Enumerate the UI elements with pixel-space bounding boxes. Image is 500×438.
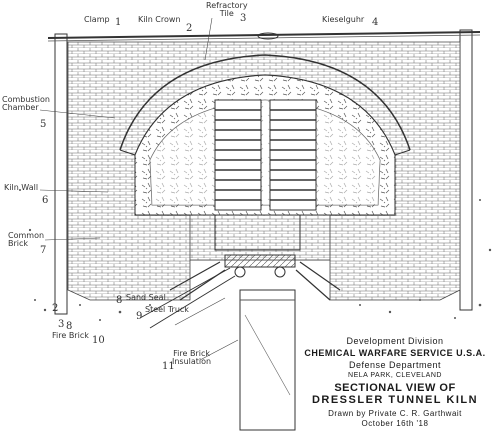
title-line-division: Development Division <box>346 336 444 346</box>
title-line-drawn-by: Drawn by Private C. R. Garthwait <box>328 409 462 418</box>
label-clamp: Clamp <box>84 15 110 24</box>
title-line-service: CHEMICAL WARFARE SERVICE U.S.A. <box>304 348 486 358</box>
label-sand-seal: Sand Seal <box>126 293 166 302</box>
label-kiln-wall: Kiln Wall <box>4 183 39 192</box>
label-common-brick: Common Brick <box>8 231 45 248</box>
number-7: 7 <box>40 245 47 256</box>
label-fire-brick-insulation: Fire Brick Insulation <box>172 349 212 366</box>
title-line-sectional: SECTIONAL VIEW OF <box>334 382 456 394</box>
clamp-frame <box>47 29 481 315</box>
number-1: 1 <box>115 17 122 28</box>
refractory-tile-racks <box>214 99 317 211</box>
title-block: Development Division CHEMICAL WARFARE SE… <box>300 336 490 428</box>
number-4: 4 <box>372 17 379 28</box>
sand-seal <box>139 261 341 329</box>
title-line-department: Defense Department <box>348 360 442 370</box>
label-steel-truck: Steel Truck <box>145 305 189 314</box>
number-10: 10 <box>92 335 105 346</box>
label-combustion-chamber: Combustion Chamber <box>2 95 50 112</box>
kiln-base <box>189 214 331 261</box>
foundation-pit <box>239 289 296 431</box>
label-kiln-crown: Kiln Crown <box>138 15 181 24</box>
number-2-lower: 2 <box>52 303 59 314</box>
leader-lines <box>39 17 239 361</box>
title-line-kiln: DRESSLER TUNNEL KILN <box>311 394 479 406</box>
number-8-lower: 8 <box>66 321 73 332</box>
steel-truck <box>224 254 296 278</box>
number-6: 6 <box>42 195 49 206</box>
number-3-lower: 3 <box>58 319 65 330</box>
number-9: 9 <box>136 311 143 322</box>
combustion-chamber <box>134 74 396 216</box>
number-11: 11 <box>162 361 175 372</box>
number-8: 8 <box>116 295 123 306</box>
number-3: 3 <box>240 13 247 24</box>
label-kieselguhr: Kieselguhr <box>322 15 365 24</box>
number-5: 5 <box>40 119 47 130</box>
title-line-date: October 16th '18 <box>361 419 429 428</box>
title-line-location: NELA PARK, CLEVELAND <box>348 372 442 379</box>
label-fire-brick: Fire Brick <box>52 331 89 340</box>
ground-texture <box>19 189 492 321</box>
label-refractory-tile: Refractory Tile <box>206 1 248 18</box>
number-2: 2 <box>186 23 193 34</box>
